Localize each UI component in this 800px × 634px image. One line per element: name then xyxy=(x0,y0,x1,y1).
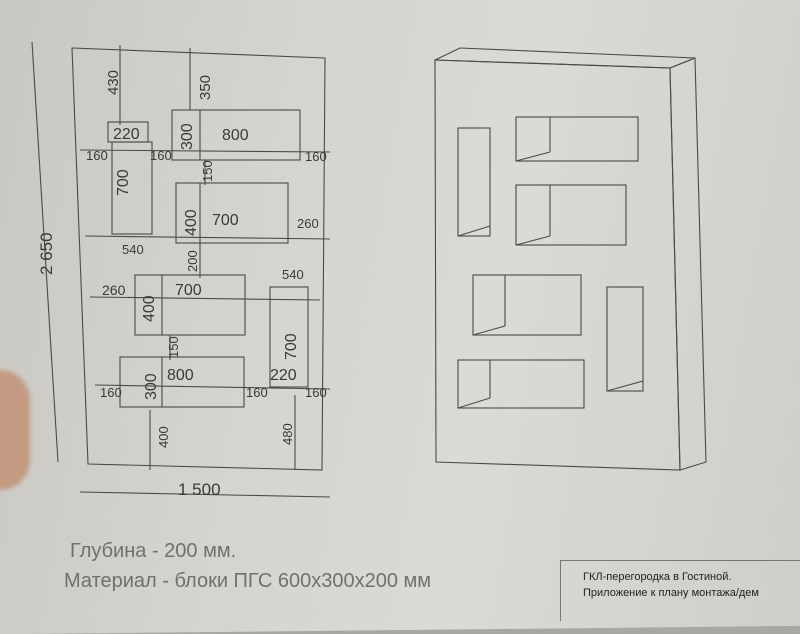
dim-400-bottom: 400 xyxy=(156,426,171,448)
dim-overall-width: 1 500 xyxy=(178,480,221,499)
dim-160-f: 160 xyxy=(305,385,327,400)
dim-350: 350 xyxy=(197,75,214,100)
dim-480: 480 xyxy=(280,423,295,445)
box-niche-4 xyxy=(472,274,582,336)
dim-700-mid: 700 xyxy=(212,212,239,229)
dim-overall-height: 2 650 xyxy=(37,232,56,275)
dim-160-d: 160 xyxy=(100,385,122,400)
dim-800-low: 800 xyxy=(167,367,194,384)
dim-300-low: 300 xyxy=(143,373,160,400)
dim-700-low: 700 xyxy=(175,282,202,299)
box-niche-6 xyxy=(457,359,585,409)
dim-540-b: 540 xyxy=(282,267,304,282)
depth-note: Глубина - 200 мм. xyxy=(70,540,237,562)
material-note: Материал - блоки ПГС 600х300х200 мм xyxy=(64,570,432,592)
box-niche-2 xyxy=(515,116,639,162)
wall-3d-top xyxy=(434,47,696,69)
thumb-photo-artifact xyxy=(0,370,30,490)
niche-700-left xyxy=(111,141,153,235)
technical-drawing: 2 650 1 500 430 350 220 300 800 160 160 … xyxy=(31,41,707,499)
box-niche-3 xyxy=(515,184,627,246)
dim-160-e: 160 xyxy=(246,385,268,400)
width-dim-line xyxy=(79,491,331,498)
dim-200: 200 xyxy=(185,250,200,272)
dim-400-mid: 400 xyxy=(183,209,200,236)
title-block-line2: Приложение к плану монтажа/дем xyxy=(583,587,759,599)
box-niche-5 xyxy=(606,286,644,392)
dim-800-top: 800 xyxy=(222,127,249,144)
niche-700-right xyxy=(269,286,309,388)
niche-700-mid xyxy=(175,182,289,244)
box-niche-1 xyxy=(457,127,491,237)
dim-160-b: 160 xyxy=(150,148,172,163)
title-block: ГКЛ-перегородка в Гостиной. Приложение к… xyxy=(560,560,800,621)
dim-400-low: 400 xyxy=(141,295,158,322)
wall-3d-side xyxy=(669,57,707,471)
niche-800-low xyxy=(119,356,245,408)
title-block-line1: ГКЛ-перегородка в Гостиной. xyxy=(583,571,732,583)
dim-160-c: 160 xyxy=(305,149,327,164)
dim-540-a: 540 xyxy=(122,242,144,257)
height-dim-line xyxy=(31,41,59,463)
dim-260-left: 260 xyxy=(102,282,126,298)
niche-800-top xyxy=(171,109,301,161)
dim-160-a: 160 xyxy=(86,148,108,163)
dim-430: 430 xyxy=(105,70,122,95)
dim-220-top: 220 xyxy=(113,126,140,143)
dim-300-top: 300 xyxy=(179,123,196,150)
dim-150-a: 150 xyxy=(200,160,215,182)
dim-700-right: 700 xyxy=(283,333,300,360)
dim-220-low: 220 xyxy=(270,367,297,384)
dim-700-left: 700 xyxy=(115,169,132,196)
wall-outline xyxy=(71,47,326,471)
dim-260-right: 260 xyxy=(297,216,319,231)
niche-700-low xyxy=(134,274,246,336)
dim-150-b: 150 xyxy=(166,336,181,358)
